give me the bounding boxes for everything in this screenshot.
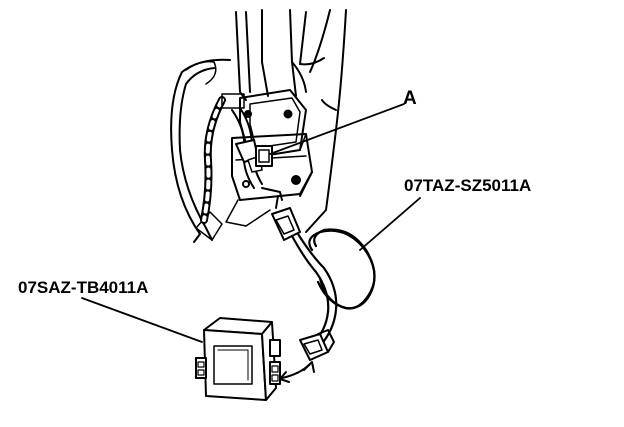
harness-end-plug <box>299 329 335 361</box>
leader-lines <box>81 103 421 343</box>
connector-a <box>255 145 273 167</box>
leader-line-unit <box>81 297 203 343</box>
connection-arrow <box>279 361 315 383</box>
callout-unit-part-number: 07SAZ-TB4011A <box>18 278 149 297</box>
control-unit <box>195 317 281 401</box>
harness-cable <box>290 228 376 348</box>
leader-line-a <box>269 103 405 155</box>
leader-line-harness <box>359 197 421 251</box>
trim-panel <box>170 58 231 243</box>
harness-plug <box>261 187 301 241</box>
callout-harness-part-number: 07TAZ-SZ5011A <box>404 176 532 195</box>
pillar-structure <box>235 9 347 233</box>
callout-a: A <box>403 88 417 109</box>
